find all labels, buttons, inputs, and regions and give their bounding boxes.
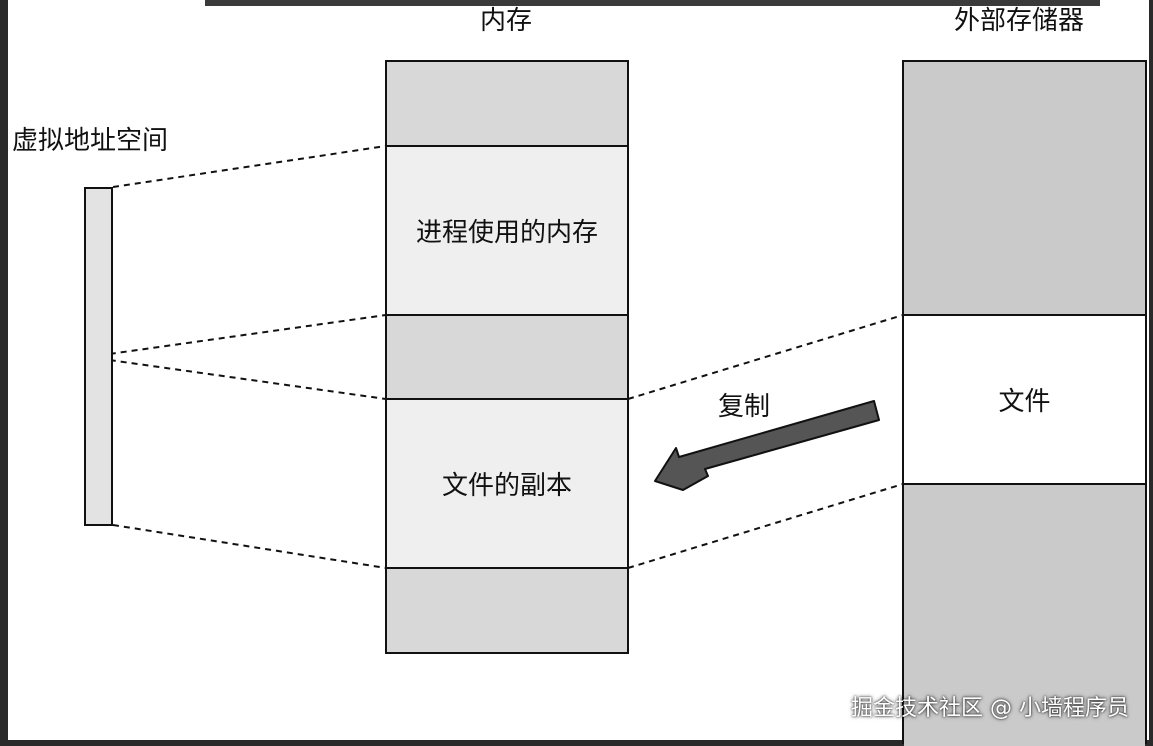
dash-line-virtual-mid-up [87, 314, 387, 358]
memory-segment-1 [387, 62, 627, 147]
dash-line-virtual-bottom [112, 524, 387, 569]
dash-line-file-bottom [627, 483, 904, 569]
connector-lines [87, 145, 904, 569]
virtual-space-title: 虚拟地址空间 [12, 126, 169, 156]
dash-line-virtual-mid-down [87, 356, 387, 400]
dash-line-file-top [627, 314, 904, 400]
top-dark-strip [205, 0, 1100, 6]
memory-segment-file-copy: 文件的副本 [387, 400, 627, 569]
copy-arrow-icon [654, 400, 880, 491]
external-storage-title: 外部存储器 [954, 6, 1085, 36]
storage-segment-file: 文件 [904, 316, 1145, 485]
file-label: 文件 [998, 387, 1051, 417]
file-copy-label: 文件的副本 [441, 471, 572, 501]
storage-segment-3 [904, 485, 1145, 746]
memory-segment-5 [387, 569, 627, 652]
external-storage-block: 文件 [902, 60, 1147, 746]
storage-segment-1 [904, 62, 1145, 316]
virtual-address-bar [84, 187, 113, 526]
memory-title: 内存 [480, 6, 533, 36]
memory-block: 进程使用的内存 文件的副本 [385, 60, 629, 654]
memory-segment-3 [387, 316, 627, 400]
dash-line-virtual-top [112, 145, 387, 188]
process-memory-label: 进程使用的内存 [415, 218, 598, 248]
diagram-canvas: 内存 外部存储器 虚拟地址空间 复制 进程使用的内存 文件的副本 文件 [8, 0, 1149, 746]
watermark-text: 掘金技术社区 @ 小墙程序员 [851, 696, 1129, 721]
copy-label: 复制 [718, 392, 771, 422]
memory-segment-process: 进程使用的内存 [387, 147, 627, 316]
